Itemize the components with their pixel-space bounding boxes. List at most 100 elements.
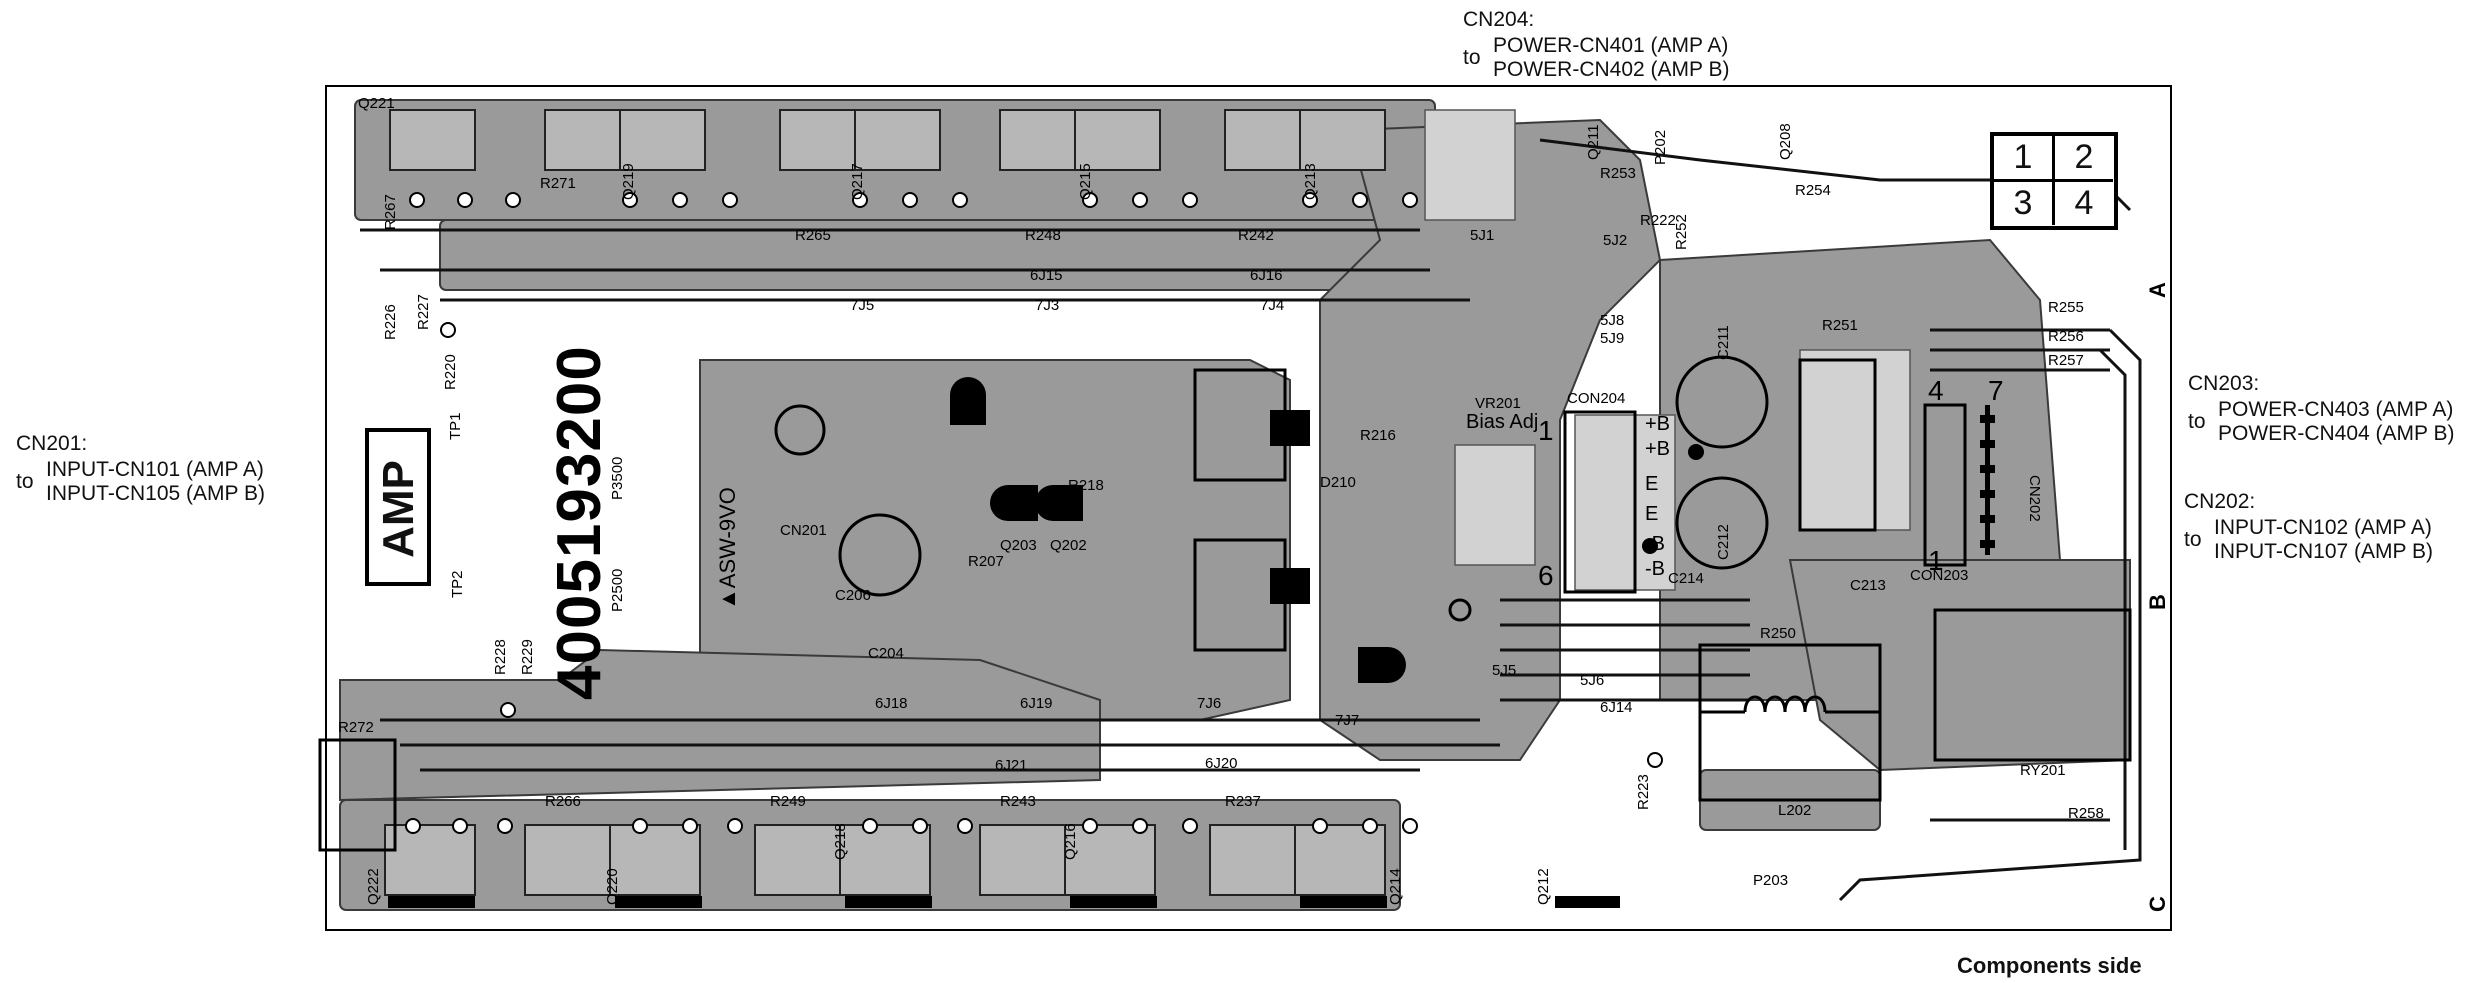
label-6j21: 6J21 [995, 757, 1028, 774]
label-6j20: 6J20 [1205, 755, 1238, 772]
label-q202: Q202 [1050, 537, 1087, 554]
cn203-line2: POWER-CN404 (AMP B) [2218, 422, 2455, 445]
capacitors [774, 355, 1769, 622]
label-vr201: VR201 [1475, 395, 1521, 412]
label-r242: R242 [1238, 227, 1274, 244]
label-ry201: RY201 [2020, 762, 2066, 779]
quadrant-grid: 1 2 3 4 [1990, 132, 2118, 230]
label-r266: R266 [545, 793, 581, 810]
label-q220: Q220 [604, 868, 621, 905]
label-r272: R272 [338, 719, 374, 736]
label-q203: Q203 [1000, 537, 1037, 554]
label-c204: C204 [868, 645, 904, 662]
coil-l202 [1700, 695, 1880, 714]
cn203-to: to [2188, 410, 2206, 433]
term-e1: E [1645, 473, 1658, 495]
cn203-line1: POWER-CN403 (AMP A) [2218, 398, 2454, 421]
label-5j6: 5J6 [1580, 672, 1604, 689]
label-r216: R216 [1360, 427, 1396, 444]
bottom-transistor-row [384, 824, 1386, 896]
label-r218: R218 [1068, 477, 1104, 494]
label-tp1: TP1 [447, 412, 464, 440]
label-7j4: 7J4 [1260, 297, 1284, 314]
label-r228: R228 [492, 639, 509, 675]
label-tp2: TP2 [449, 570, 466, 598]
light-zones [1424, 109, 1911, 591]
label-q211: Q211 [1585, 124, 1602, 160]
amp-label-text: AMP [374, 460, 423, 558]
label-r258: R258 [2068, 805, 2104, 822]
bottom-black-bars [388, 896, 1620, 908]
label-r220: R220 [442, 354, 459, 390]
label-r267: R267 [382, 194, 399, 230]
label-6j18: 6J18 [875, 695, 908, 712]
cn202-line2: INPUT-CN107 (AMP B) [2214, 540, 2433, 563]
label-p3500: P3500 [609, 457, 626, 500]
label-7j7: 7J7 [1335, 712, 1359, 729]
cn202-line1: INPUT-CN102 (AMP A) [2214, 516, 2432, 539]
pin-6-con204: 6 [1538, 560, 1554, 591]
label-r253: R253 [1600, 165, 1636, 182]
row-letter-a: A [2145, 282, 2170, 298]
component-outlines [318, 358, 2132, 852]
pin-1-con204: 1 [1538, 415, 1554, 446]
cn204-line2: POWER-CN402 (AMP B) [1493, 58, 1730, 81]
label-c214: C214 [1668, 570, 1704, 587]
term-nb1: -B [1645, 533, 1665, 555]
quadrant-1: 1 [1994, 136, 2055, 182]
label-r249: R249 [770, 793, 806, 810]
label-r227: R227 [415, 294, 432, 330]
board-part-number: 4005193200 [545, 345, 614, 700]
label-r271: R271 [540, 175, 576, 192]
cn204-to: to [1463, 46, 1481, 69]
cn201-line2: INPUT-CN105 (AMP B) [46, 482, 265, 505]
components-side-caption: Components side [1957, 953, 2142, 978]
label-r207: R207 [968, 553, 1004, 570]
label-7j6: 7J6 [1197, 695, 1221, 712]
label-r257: R257 [2048, 352, 2084, 369]
mid-transistors [950, 377, 1704, 683]
label-p202: P202 [1652, 130, 1669, 165]
label-5j8: 5J8 [1600, 312, 1624, 329]
pads [405, 192, 1663, 834]
label-cn201: CN201 [780, 522, 827, 539]
term-e2: E [1645, 503, 1658, 525]
label-q218: Q218 [832, 823, 849, 860]
cn201-label: CN201: [16, 432, 88, 455]
quadrant-3: 3 [1994, 182, 2055, 225]
label-d210: D210 [1320, 474, 1356, 491]
label-r226: R226 [382, 304, 399, 340]
cn201-line1: INPUT-CN101 (AMP A) [46, 458, 264, 481]
pin-4-con203: 4 [1928, 375, 1944, 406]
label-r223: R223 [1635, 774, 1652, 810]
label-bias-adj: Bias Adj [1466, 411, 1538, 433]
label-r250: R250 [1760, 625, 1796, 642]
label-c211: C211 [1715, 325, 1732, 360]
cn204-label: CN204: [1463, 8, 1535, 31]
label-5j5: 5J5 [1492, 662, 1516, 679]
label-p203: P203 [1753, 872, 1788, 889]
quadrant-4: 4 [2074, 184, 2094, 222]
label-q215: Q215 [1077, 163, 1094, 200]
label-q208: Q208 [1777, 123, 1794, 160]
label-5j1: 5J1 [1470, 227, 1494, 244]
pin-1-con203: 1 [1928, 545, 1944, 576]
label-r248: R248 [1025, 227, 1061, 244]
label-r222: R222 [1640, 212, 1676, 229]
label-c213: C213 [1850, 577, 1886, 594]
label-p2500: P2500 [609, 569, 626, 612]
label-c206: C206 [835, 587, 871, 604]
label-con204: CON204 [1567, 390, 1625, 407]
term-b2: +B [1645, 438, 1670, 460]
connector-cn202 [1980, 405, 1995, 555]
top-transistor-row [389, 109, 1386, 171]
label-q217: Q217 [849, 163, 866, 200]
label-5j9: 5J9 [1600, 330, 1624, 347]
pin-7-cn202: 7 [1988, 375, 2004, 406]
label-r252: R252 [1673, 214, 1690, 250]
label-q212: Q212 [1535, 868, 1552, 905]
label-r229: R229 [519, 639, 536, 675]
label-q219: Q219 [620, 163, 637, 200]
label-q222: Q222 [365, 868, 382, 905]
